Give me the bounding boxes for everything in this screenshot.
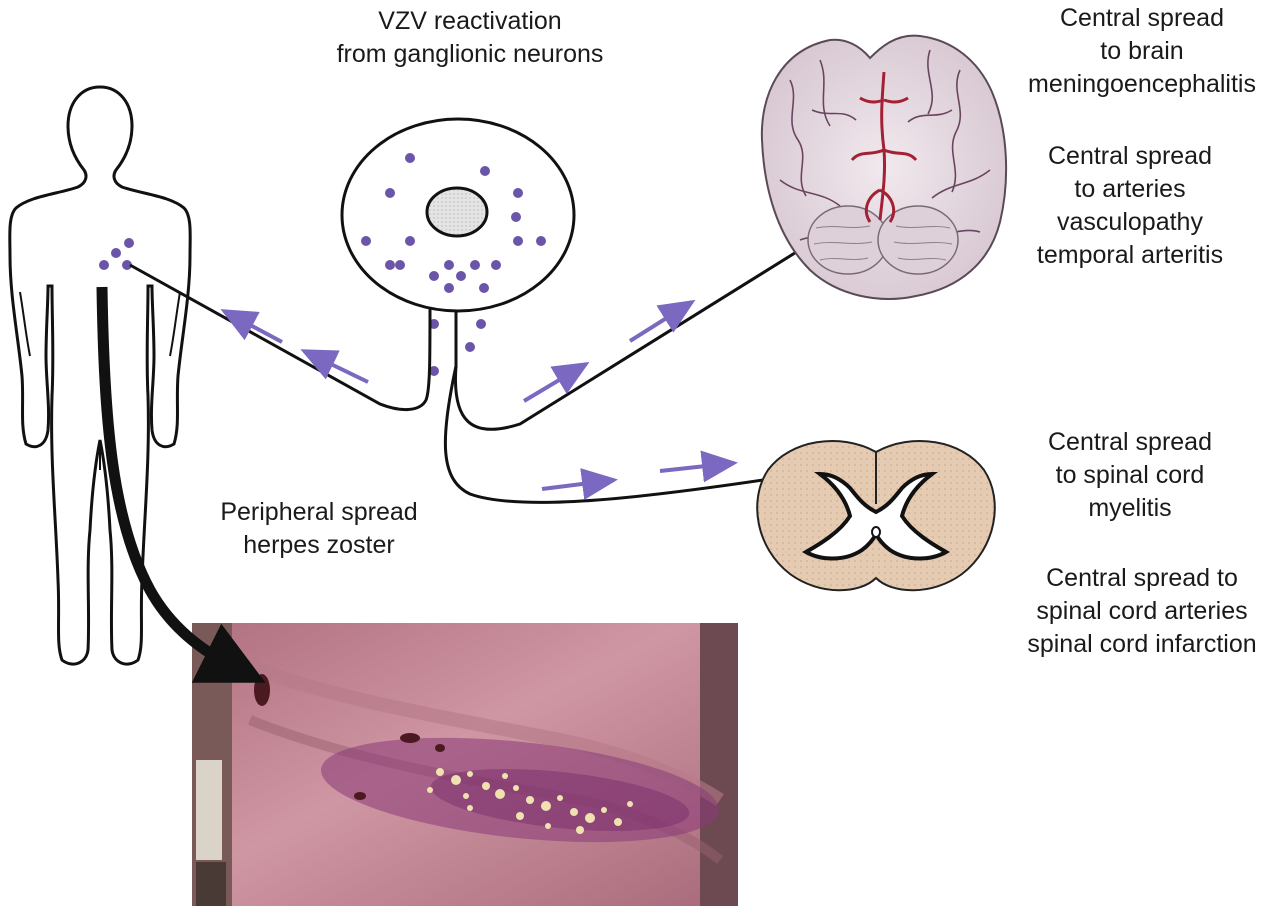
label-peripheral-spread: Peripheral spread herpes zoster	[184, 496, 454, 562]
virus-particles	[361, 153, 546, 376]
axon-spinal-branch	[443, 365, 829, 504]
label-central-brain: Central spread to brain meningoencephali…	[1004, 2, 1280, 101]
label-line: VZV reactivation	[378, 7, 562, 35]
brain-illustration	[760, 34, 1008, 300]
vesicles	[427, 768, 633, 834]
label-line: Central spread	[1048, 428, 1212, 456]
label-line: Central spread	[1060, 4, 1224, 32]
label-line: vasculopathy	[1057, 208, 1203, 236]
peripheral-arrow	[96, 286, 266, 683]
label-line: spinal cord infarction	[1027, 630, 1257, 658]
label-line: Peripheral spread	[220, 498, 418, 526]
label-line: herpes zoster	[243, 531, 395, 559]
direction-arrows	[220, 299, 738, 500]
label-central-arteries: Central spread to arteries vasculopathy …	[1004, 140, 1256, 272]
label-line: myelitis	[1088, 494, 1172, 522]
left-arm-inner-line	[19, 291, 31, 357]
axon-stem	[129, 263, 432, 411]
label-line: to spinal cord	[1055, 461, 1205, 489]
label-line: from ganglionic neurons	[336, 40, 604, 68]
neuron-nucleus	[425, 186, 489, 238]
right-arm-inner-line	[169, 291, 181, 357]
label-central-spinal-arteries: Central spread to spinal cord arteries s…	[1004, 562, 1280, 661]
label-line: spinal cord arteries	[1036, 597, 1248, 625]
dermatome-virus-dots	[99, 238, 134, 270]
label-line: to arteries	[1074, 175, 1186, 203]
label-line: meningoencephalitis	[1028, 70, 1256, 98]
label-line: temporal arteritis	[1036, 241, 1224, 269]
label-line: Central spread to	[1046, 564, 1238, 592]
label-central-spinal-cord: Central spread to spinal cord myelitis	[1004, 426, 1256, 525]
herpes-zoster-photo	[192, 623, 738, 906]
spinal-cord-section	[756, 440, 996, 592]
label-line: to brain	[1100, 37, 1184, 65]
label-vzv-reactivation: VZV reactivation from ganglionic neurons	[300, 5, 640, 71]
spinal-gray-matter	[801, 471, 951, 561]
label-line: Central spread	[1048, 142, 1212, 170]
